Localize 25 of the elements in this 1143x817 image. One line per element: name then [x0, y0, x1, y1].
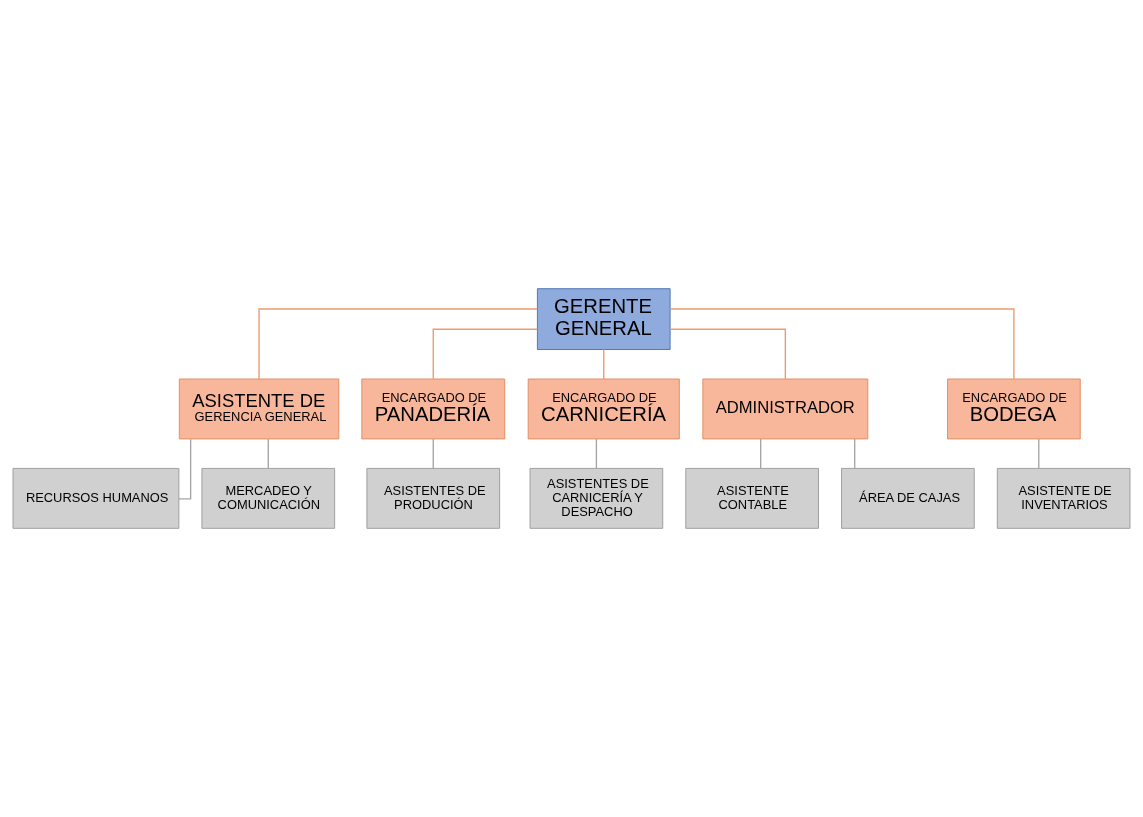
node-box: MERCADEO Y COMUNICACIÓN	[201, 467, 336, 529]
connector	[432, 328, 539, 380]
connector	[432, 438, 434, 469]
connector	[853, 438, 856, 469]
node-box: ENCARGADO DE CARNICERÍA	[527, 378, 680, 440]
node-box: RECURSOS HUMANOS	[12, 467, 180, 529]
node-box: ASISTENTES DE CARNICERÍA Y DESPACHO	[529, 467, 664, 529]
node-box: ENCARGADO DE PANADERÍA	[361, 378, 506, 440]
connector	[267, 438, 269, 469]
node-box: GERENTE GENERAL	[536, 288, 671, 350]
connector	[669, 328, 786, 380]
connector	[669, 308, 1015, 380]
node-box: ADMINISTRADOR	[702, 378, 869, 440]
node-box: ASISTENTES DE PRODUCIÓN	[366, 467, 501, 529]
node-box: ENCARGADO DE BODEGA	[947, 378, 1081, 440]
connector	[759, 438, 762, 469]
connector	[603, 348, 605, 380]
connector	[595, 438, 598, 469]
node-box: ASISTENTE DE GERENCIA GENERAL	[178, 378, 340, 440]
connector	[1038, 438, 1040, 469]
connector	[178, 438, 192, 500]
node-box: ASISTENTE DE INVENTARIOS	[996, 467, 1131, 529]
node-box: ÁREA DE CAJAS	[841, 467, 975, 529]
connector	[258, 308, 538, 380]
node-box: ASISTENTE CONTABLE	[685, 467, 819, 529]
